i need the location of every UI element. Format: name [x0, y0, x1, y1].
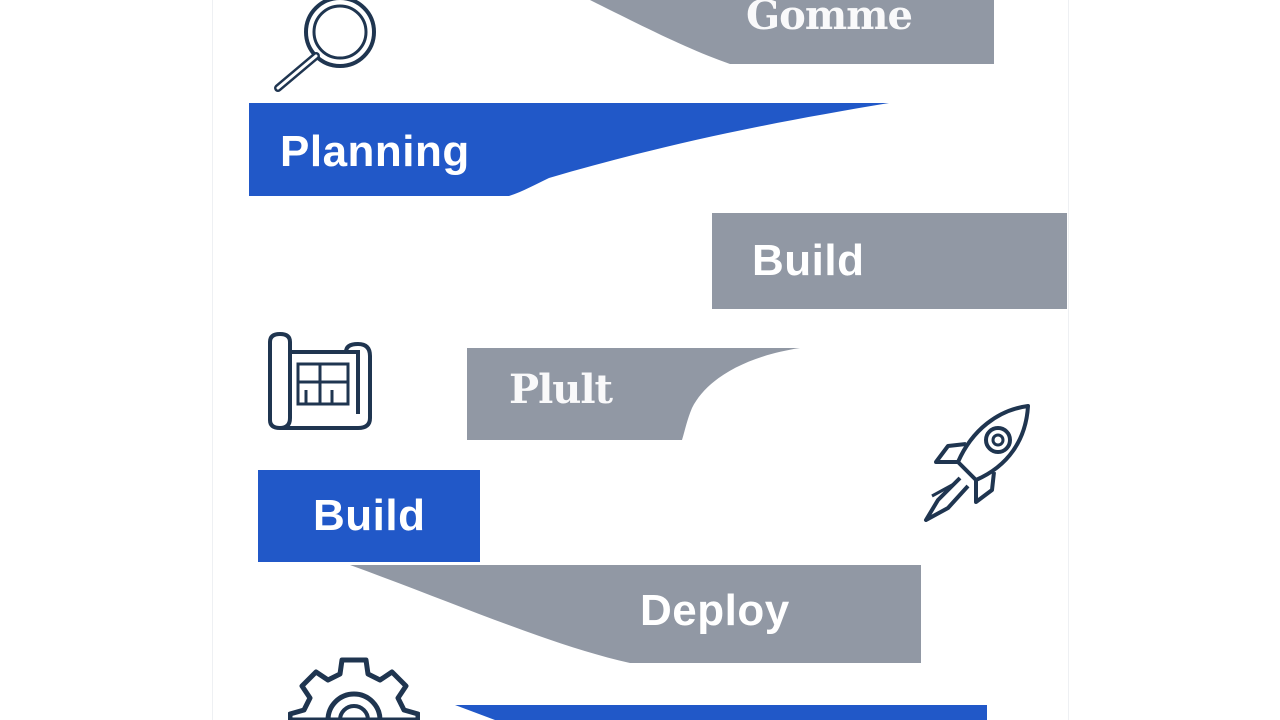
- magnifier-icon: [268, 0, 388, 96]
- build-gray-band-label: Build: [752, 236, 865, 285]
- plult-band: Plult: [467, 348, 800, 440]
- gear-icon: [288, 656, 420, 720]
- bottom-blue-band: [455, 705, 987, 720]
- top-gray-band-shape: [590, 0, 994, 64]
- deploy-band: Deploy: [350, 565, 921, 663]
- build-gray-band: Build: [712, 213, 1067, 309]
- bottom-blue-band-shape: [455, 705, 987, 720]
- plult-band-shape: [467, 348, 800, 440]
- rocket-icon: [918, 400, 1036, 526]
- build-gray-band-shape: [712, 213, 1067, 309]
- top-gray-band: Gomme: [590, 0, 994, 64]
- planning-band: Planning: [249, 103, 889, 196]
- planning-band-shape: [249, 103, 889, 196]
- deploy-band-shape: [350, 565, 921, 663]
- top-band-label: Gomme: [746, 0, 913, 39]
- build-blue-band-label: Build: [313, 491, 426, 540]
- build-blue-band-shape: [258, 470, 480, 562]
- deploy-band-label: Deploy: [640, 586, 790, 635]
- planning-band-label: Planning: [280, 127, 470, 176]
- build-blue-band: Build: [258, 470, 480, 562]
- plult-band-label: Plult: [509, 366, 613, 413]
- blueprint-icon: [262, 330, 378, 436]
